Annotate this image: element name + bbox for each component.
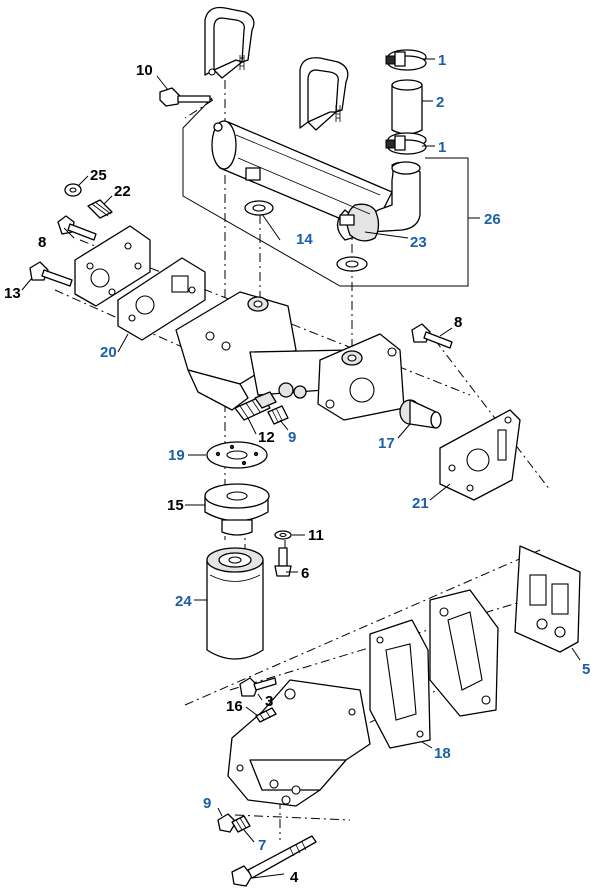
upper-mounting-bracket (204, 6, 255, 79)
washer-11 (274, 530, 292, 540)
callout-5: 5 (582, 661, 590, 678)
gasket-21 (439, 409, 521, 501)
filter-head-15 (204, 483, 270, 536)
callout-8-left: 8 (38, 234, 46, 251)
hose-clamp-upper (385, 49, 427, 71)
lower-mounting-bracket (227, 679, 371, 807)
fitting-12 (234, 391, 277, 421)
callout-22: 22 (114, 183, 131, 200)
callout-13: 13 (4, 285, 21, 302)
callout-25: 25 (90, 167, 107, 184)
plate-middle (429, 589, 499, 717)
callout-3: 3 (265, 693, 273, 710)
bolt-4 (231, 835, 317, 887)
callout-21: 21 (412, 495, 429, 512)
callout-24: 24 (175, 593, 192, 610)
callout-9-mid: 9 (288, 429, 296, 446)
oil-cooler-housing (175, 291, 405, 421)
callout-9-bottom: 9 (203, 795, 211, 812)
callout-14: 14 (296, 231, 313, 248)
hose-clamp-lower (385, 132, 427, 155)
callout-11: 11 (308, 527, 324, 544)
callout-12: 12 (258, 429, 275, 446)
filter-cartridge-24 (206, 547, 264, 660)
callout-17: 17 (378, 435, 395, 452)
bolt-8-right (411, 323, 453, 349)
gasket-5 (514, 545, 581, 653)
callout-10: 10 (136, 62, 153, 79)
gasket-ring-lower (336, 256, 368, 272)
callout-4: 4 (290, 869, 299, 886)
gasket-19 (206, 441, 268, 469)
stud-22 (87, 199, 113, 219)
plug-9-bottom (217, 813, 237, 833)
bolt-8-left (57, 215, 97, 241)
callout-19: 19 (168, 447, 185, 464)
gasket-20 (117, 257, 206, 341)
callout-18: 18 (434, 745, 451, 762)
bolt-10 (159, 87, 211, 107)
callout-1-mid: 1 (438, 139, 446, 156)
group-bracket-lines (182, 97, 480, 287)
bolt-6 (274, 547, 292, 577)
thermostat-17 (399, 399, 442, 429)
bolt-3 (239, 677, 277, 697)
rear-mounting-bracket (299, 57, 349, 131)
leader-lines (21, 58, 581, 879)
plug-9-mid (267, 405, 289, 425)
hose-coupler (391, 79, 423, 135)
plug-7 (231, 815, 251, 833)
gasket-ring-upper (244, 200, 274, 216)
callout-6: 6 (301, 565, 309, 582)
callout-1-top: 1 (438, 52, 446, 69)
callout-7: 7 (258, 837, 266, 854)
washer-25 (64, 183, 82, 197)
callout-23: 23 (410, 234, 427, 251)
callout-16: 16 (226, 698, 243, 715)
adapter-plate (74, 225, 151, 307)
callout-15: 15 (167, 497, 184, 514)
exhaust-cooler-assembly (211, 120, 421, 242)
callout-labels: 1 2 1 10 25 22 26 14 23 8 13 8 20 12 9 1… (4, 52, 590, 886)
stud-16 (255, 707, 277, 723)
callout-8-right: 8 (454, 314, 462, 331)
bolt-13 (29, 261, 73, 287)
callout-26: 26 (484, 211, 501, 228)
callout-20: 20 (100, 344, 117, 361)
gasket-18 (369, 619, 431, 749)
callout-2: 2 (436, 94, 444, 111)
